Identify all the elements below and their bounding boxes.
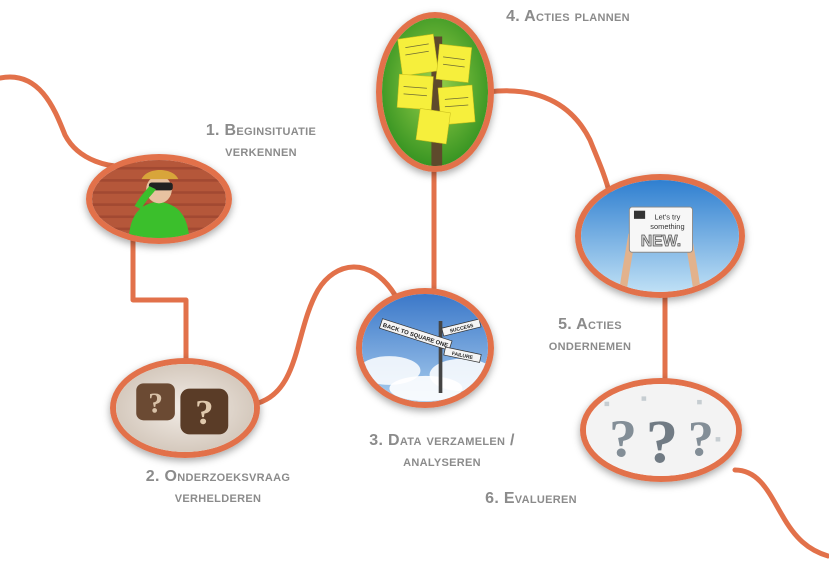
step-6-image: ? ? ? [580,378,742,482]
path-end [735,470,828,556]
path-start [0,77,135,166]
step-1-label-line2: verkennen [186,141,336,162]
svg-text:?: ? [646,407,678,475]
step-3-label-line1: 3. Data verzamelen / [344,430,540,451]
svg-text:?: ? [609,410,637,469]
step-4-image [376,12,494,172]
step-2-label-line2: verhelderen [120,487,316,508]
step-5-label: 5. Acties ondernemen [530,314,650,356]
sign-new-line1: Let's try [655,213,681,222]
step-2-label-line1: 2. Onderzoeksvraag [120,466,316,487]
step-2-image: ? ? [110,358,260,458]
sign-new-big: NEW. [641,233,681,250]
svg-text:?: ? [148,388,163,419]
step-4-label-line1: 4. Acties plannen [488,6,648,27]
svg-text:?: ? [195,393,213,432]
path-1-2 [133,232,186,360]
step-5-image: Let's try something NEW. [575,174,745,298]
step-3-image: BACK TO SQUARE ONE SUCCESS FAILURE [356,288,494,408]
step-4-label: 4. Acties plannen [488,6,648,27]
step-2-label: 2. Onderzoeksvraag verhelderen [120,466,316,508]
step-5-label-line2: ondernemen [530,335,650,356]
sign-new-line2: something [650,222,684,231]
svg-text:?: ? [688,411,714,466]
step-6-label: 6. Evalueren [466,488,596,509]
step-6-label-line1: 6. Evalueren [466,488,596,509]
step-1-label: 1. Beginsituatie verkennen [186,120,336,162]
step-3-label: 3. Data verzamelen / analyseren [344,430,540,472]
step-1-label-line1: 1. Beginsituatie [186,120,336,141]
step-3-label-line2: analyseren [344,451,540,472]
step-5-label-line1: 5. Acties [530,314,650,335]
step-1-image [86,154,232,244]
